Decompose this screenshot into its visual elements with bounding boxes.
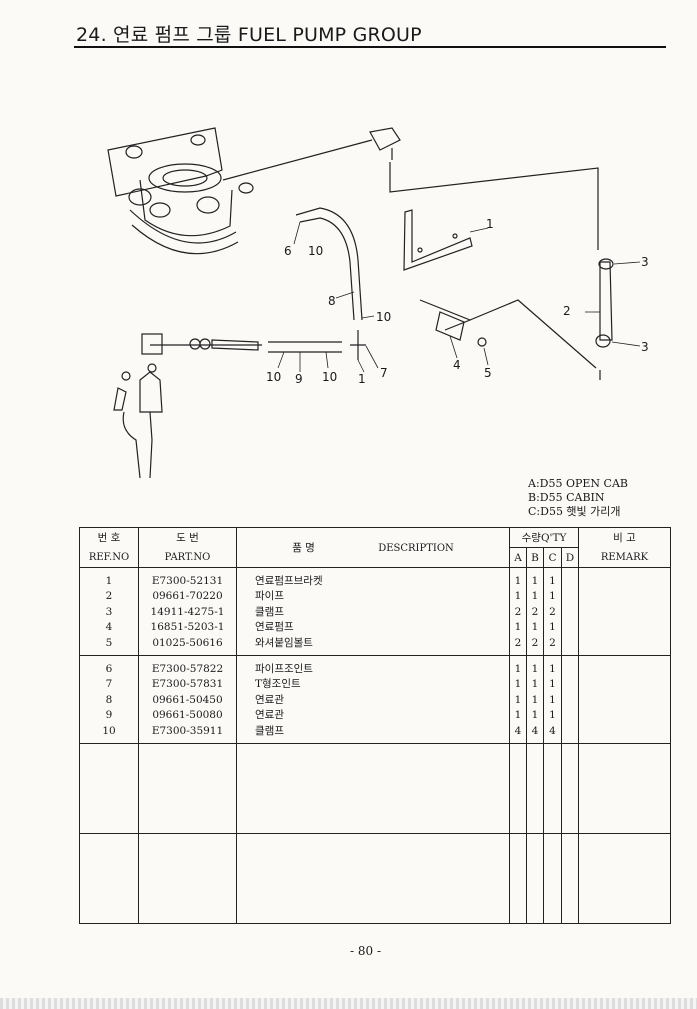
callout-9: 9 xyxy=(295,372,303,386)
callout-8: 8 xyxy=(328,294,336,308)
table-row: 1 2 3 4 5 E7300-52131 09661-70220 14911-… xyxy=(79,567,671,656)
legend-c: C:D55 햇빛 가리개 xyxy=(528,505,621,518)
callout-2: 2 xyxy=(563,304,571,318)
group2-qty-c: 1 1 1 1 4 xyxy=(549,663,556,737)
legend-a: A:D55 OPEN CAB xyxy=(528,477,628,490)
hdr-remark-ko: 비 고 xyxy=(578,527,671,548)
callout-10c: 10 xyxy=(266,370,282,384)
group1-qty-b: 1 1 2 1 2 xyxy=(531,575,539,649)
legend-b: B:D55 CABIN xyxy=(528,491,605,504)
hdr-b: B xyxy=(526,547,544,568)
page-number: - 80 - xyxy=(350,944,382,958)
group1-name: 연료펌프브라켓 파이프 클램프 연료펌프 와셔붙임볼트 xyxy=(255,575,323,649)
callout-7: 7 xyxy=(380,366,388,380)
group1-part: E7300-52131 09661-70220 14911-4275-1 168… xyxy=(150,575,225,649)
callout-6: 6 xyxy=(284,244,292,258)
hdr-d: D xyxy=(561,547,579,568)
hdr-name-ko: 품 명 xyxy=(292,542,315,554)
group2-name: 파이프조인트 T형조인트 연료관 연료관 클램프 xyxy=(255,663,313,737)
callout-1b: 1 xyxy=(358,372,366,386)
hdr-ref-ko: 번 호 xyxy=(79,527,139,548)
group1-qty-c: 1 1 2 1 2 xyxy=(549,575,556,649)
callout-10d: 10 xyxy=(322,370,338,384)
hdr-a: A xyxy=(509,547,527,568)
group1-ref: 1 2 3 4 5 xyxy=(105,575,113,649)
callout-3a: 3 xyxy=(641,255,649,269)
model-legend: A:D55 OPEN CAB B:D55 CABIN C:D55 햇빛 가리개 xyxy=(528,477,628,519)
hdr-c: C xyxy=(543,547,562,568)
group1-qty-a: 1 1 2 1 2 xyxy=(514,575,522,649)
hdr-part-en: PART.NO xyxy=(138,547,237,568)
title-rule xyxy=(74,46,666,48)
page-title: 24. 연료 펌프 그룹 FUEL PUMP GROUP xyxy=(76,24,422,46)
callout-10b: 10 xyxy=(376,310,392,324)
scan-edge xyxy=(0,998,697,1009)
callout-4: 4 xyxy=(453,358,461,372)
callout-5: 5 xyxy=(484,366,492,380)
hdr-ref-en: REF.NO xyxy=(79,547,139,568)
hdr-qty: 수량Q'TY xyxy=(509,527,579,548)
fuel-pump-diagram xyxy=(107,127,641,479)
callout-1: 1 xyxy=(486,217,494,231)
table-row: 6 7 8 9 10 E7300-57822 E7300-57831 09661… xyxy=(79,655,671,744)
hdr-part-ko: 도 번 xyxy=(138,527,237,548)
hdr-desc: DESCRIPTION xyxy=(378,543,454,554)
parts-table: 번 호 도 번 품 명 DESCRIPTION 수량Q'TY 비 고 REF.N… xyxy=(79,527,671,924)
table-row-empty xyxy=(79,743,671,834)
group2-qty-a: 1 1 1 1 4 xyxy=(514,663,522,737)
table-row-empty xyxy=(79,833,671,924)
group2-qty-b: 1 1 1 1 4 xyxy=(531,663,539,737)
hdr-remark-en: REMARK xyxy=(578,547,671,568)
group2-ref: 6 7 8 9 10 xyxy=(102,663,116,737)
callout-10a: 10 xyxy=(308,244,324,258)
hdr-name-desc: 품 명 DESCRIPTION xyxy=(236,527,510,568)
callout-3b: 3 xyxy=(641,340,649,354)
group2-part: E7300-57822 E7300-57831 09661-50450 0966… xyxy=(151,663,224,737)
